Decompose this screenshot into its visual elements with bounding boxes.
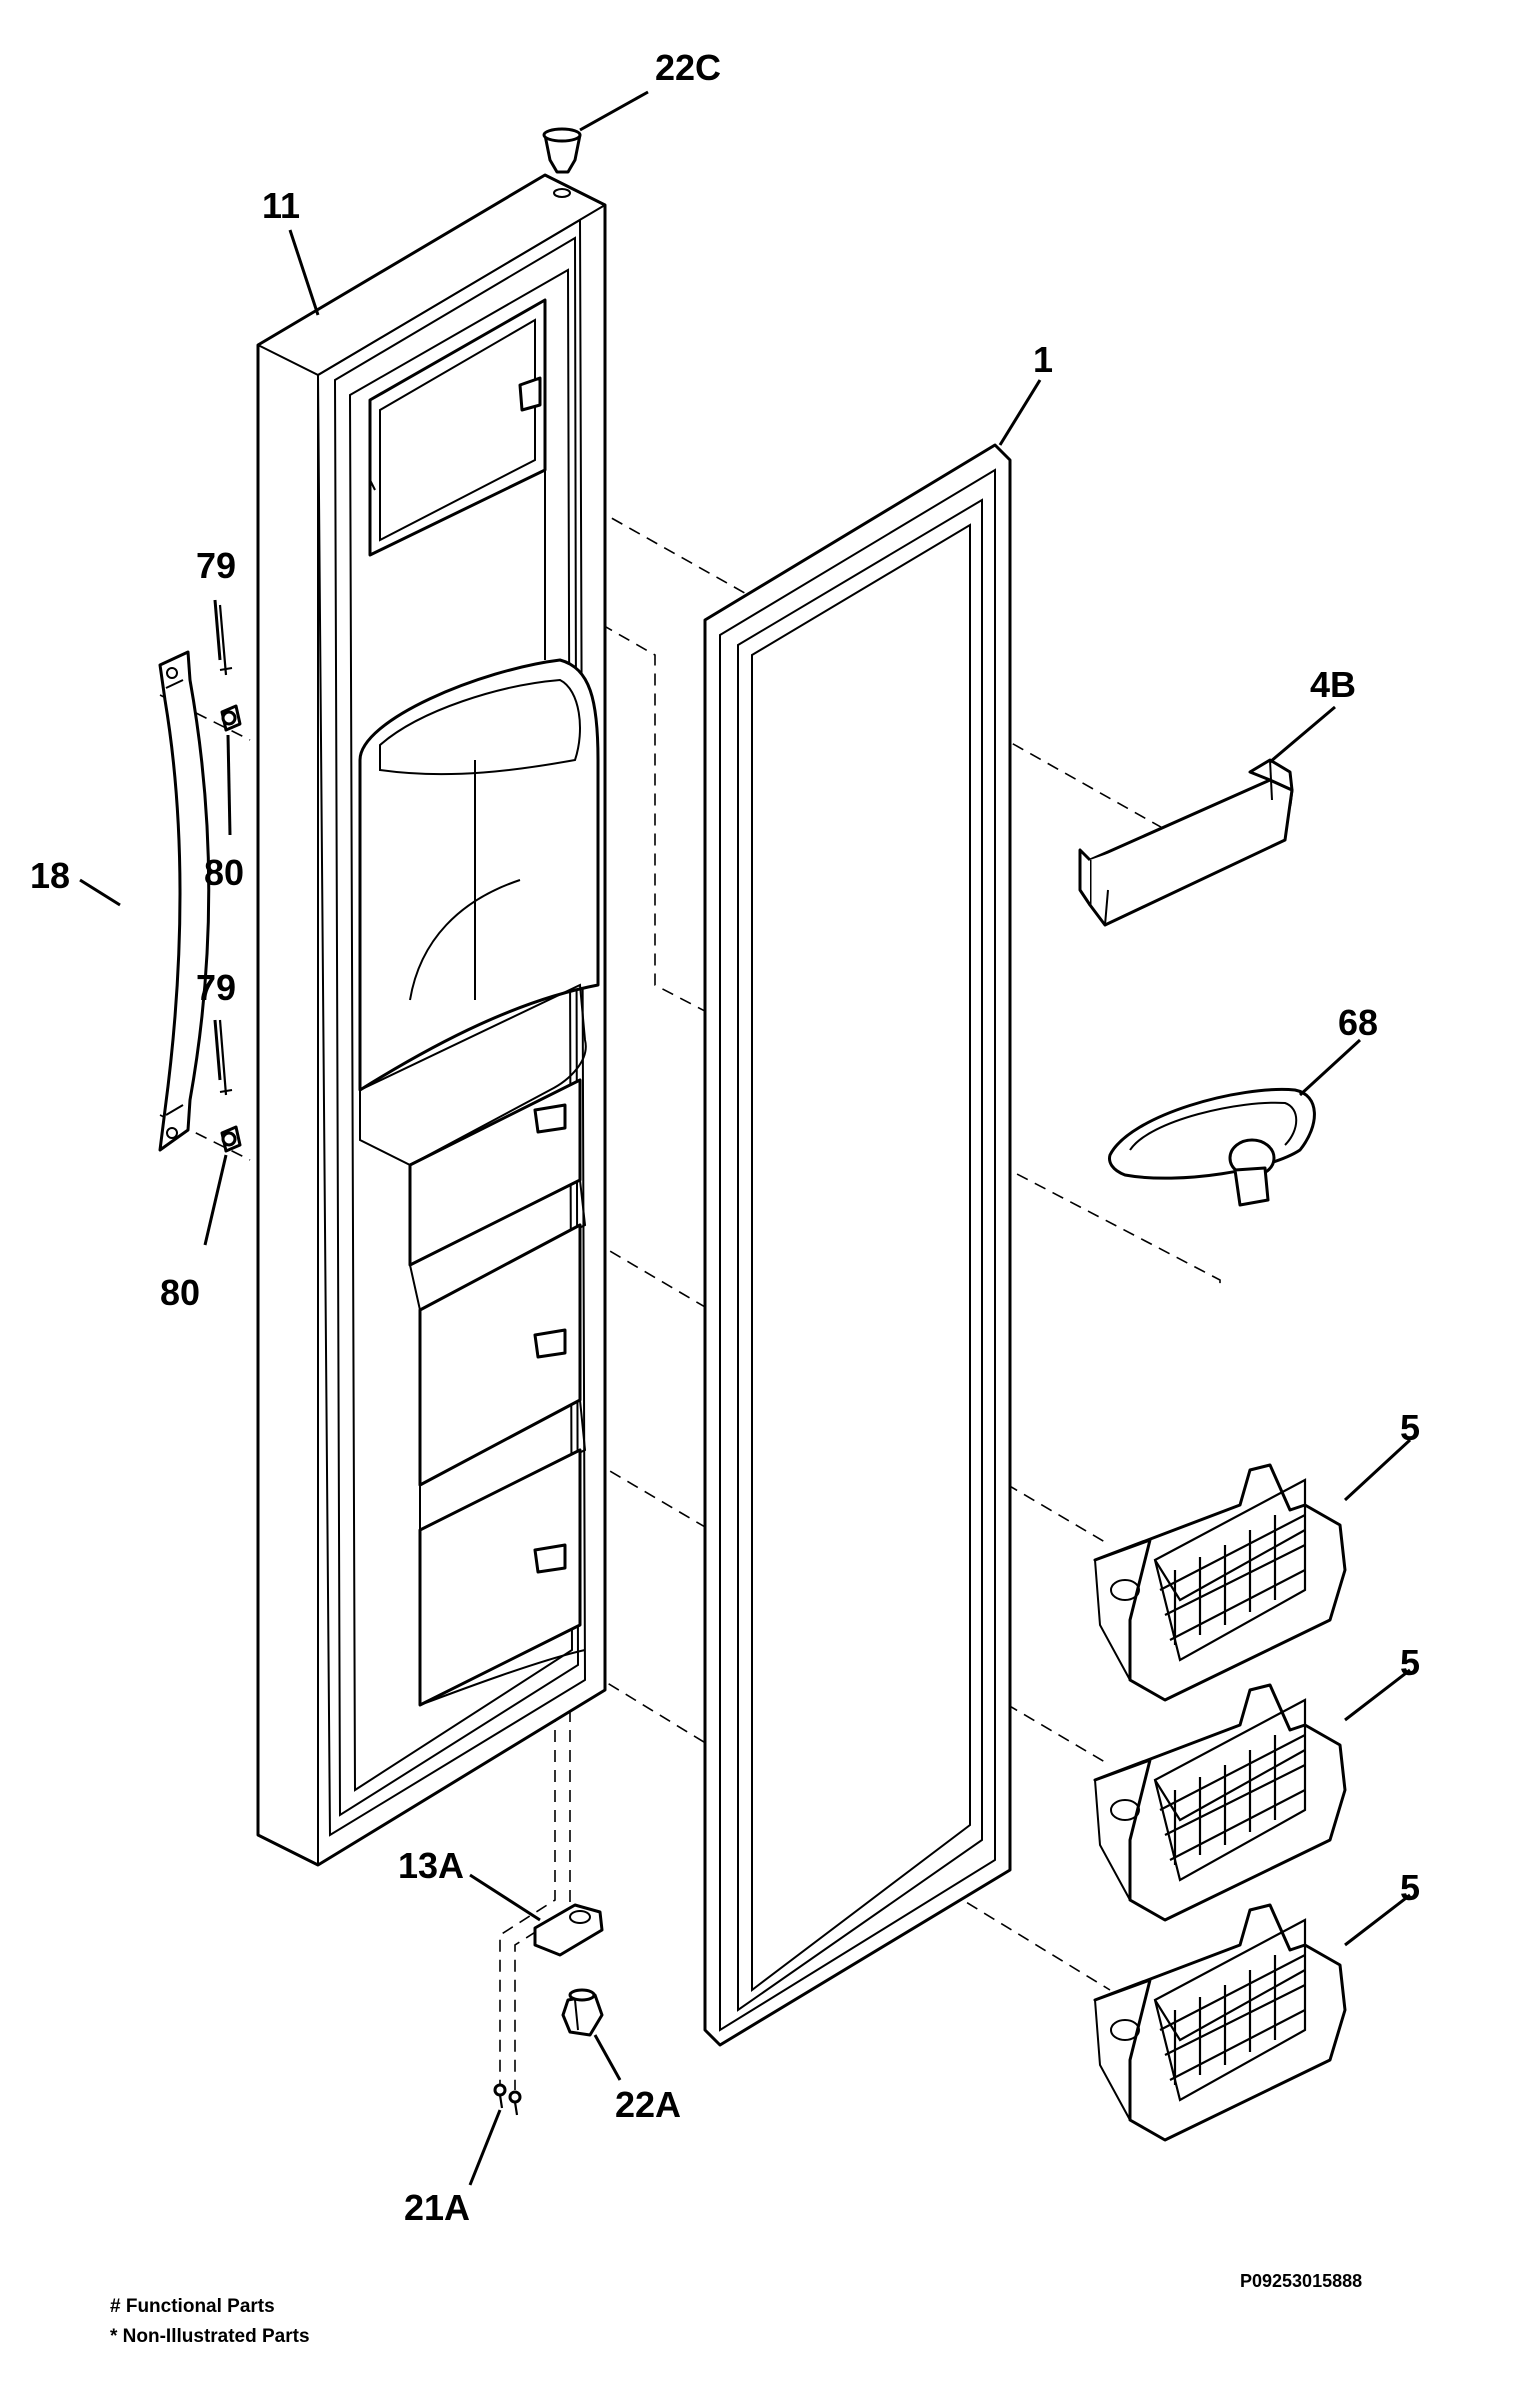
callout-79-lower: 79: [196, 967, 236, 1008]
cam-part-22A: [561, 1988, 604, 2037]
shelf-part-4B: [1078, 758, 1294, 927]
screw-part-80-upper: [220, 704, 242, 732]
callout-21A: 21A: [404, 2187, 470, 2228]
screw-part-80-lower: [220, 1125, 242, 1153]
door-part-11: [256, 173, 607, 1867]
callout-1: 1: [1033, 339, 1053, 380]
hinge-part-13A: [533, 1903, 604, 1957]
handle-part-18: [158, 650, 211, 1152]
gasket-part-1: [703, 443, 1012, 2047]
callout-80-upper: 80: [204, 852, 244, 893]
screw-part-79-lower: [218, 1019, 233, 1096]
bin-part-68: [1108, 1087, 1316, 1207]
callout-68: 68: [1338, 1002, 1378, 1043]
callout-80-lower: 80: [160, 1272, 200, 1313]
door-bins: [359, 983, 587, 1707]
callout-5-top: 5: [1400, 1407, 1420, 1448]
screw-part-79-upper: [218, 604, 233, 676]
callout-5-middle: 5: [1400, 1642, 1420, 1683]
document-id: P09253015888: [1240, 2271, 1362, 2291]
legend-functional-parts: # Functional Parts: [110, 2296, 275, 2317]
callout-18: 18: [30, 855, 70, 896]
legend-non-illustrated-parts: * Non-Illustrated Parts: [110, 2326, 310, 2347]
bushing-part-22C: [542, 127, 582, 174]
callout-5-bottom: 5: [1400, 1867, 1420, 1908]
basket-part-5-middle: [1093, 1683, 1347, 1922]
callout-22C: 22C: [655, 47, 721, 88]
leader-lines: [79, 90, 1412, 2186]
callout-79-upper: 79: [196, 545, 236, 586]
screws-part-21A: [493, 2083, 522, 2116]
callout-11: 11: [262, 185, 300, 226]
callout-22A: 22A: [615, 2084, 681, 2125]
basket-part-5-top: [1093, 1463, 1347, 1702]
callout-13A: 13A: [398, 1845, 464, 1886]
callout-4B: 4B: [1310, 664, 1356, 705]
basket-part-5-bottom: [1093, 1903, 1347, 2142]
